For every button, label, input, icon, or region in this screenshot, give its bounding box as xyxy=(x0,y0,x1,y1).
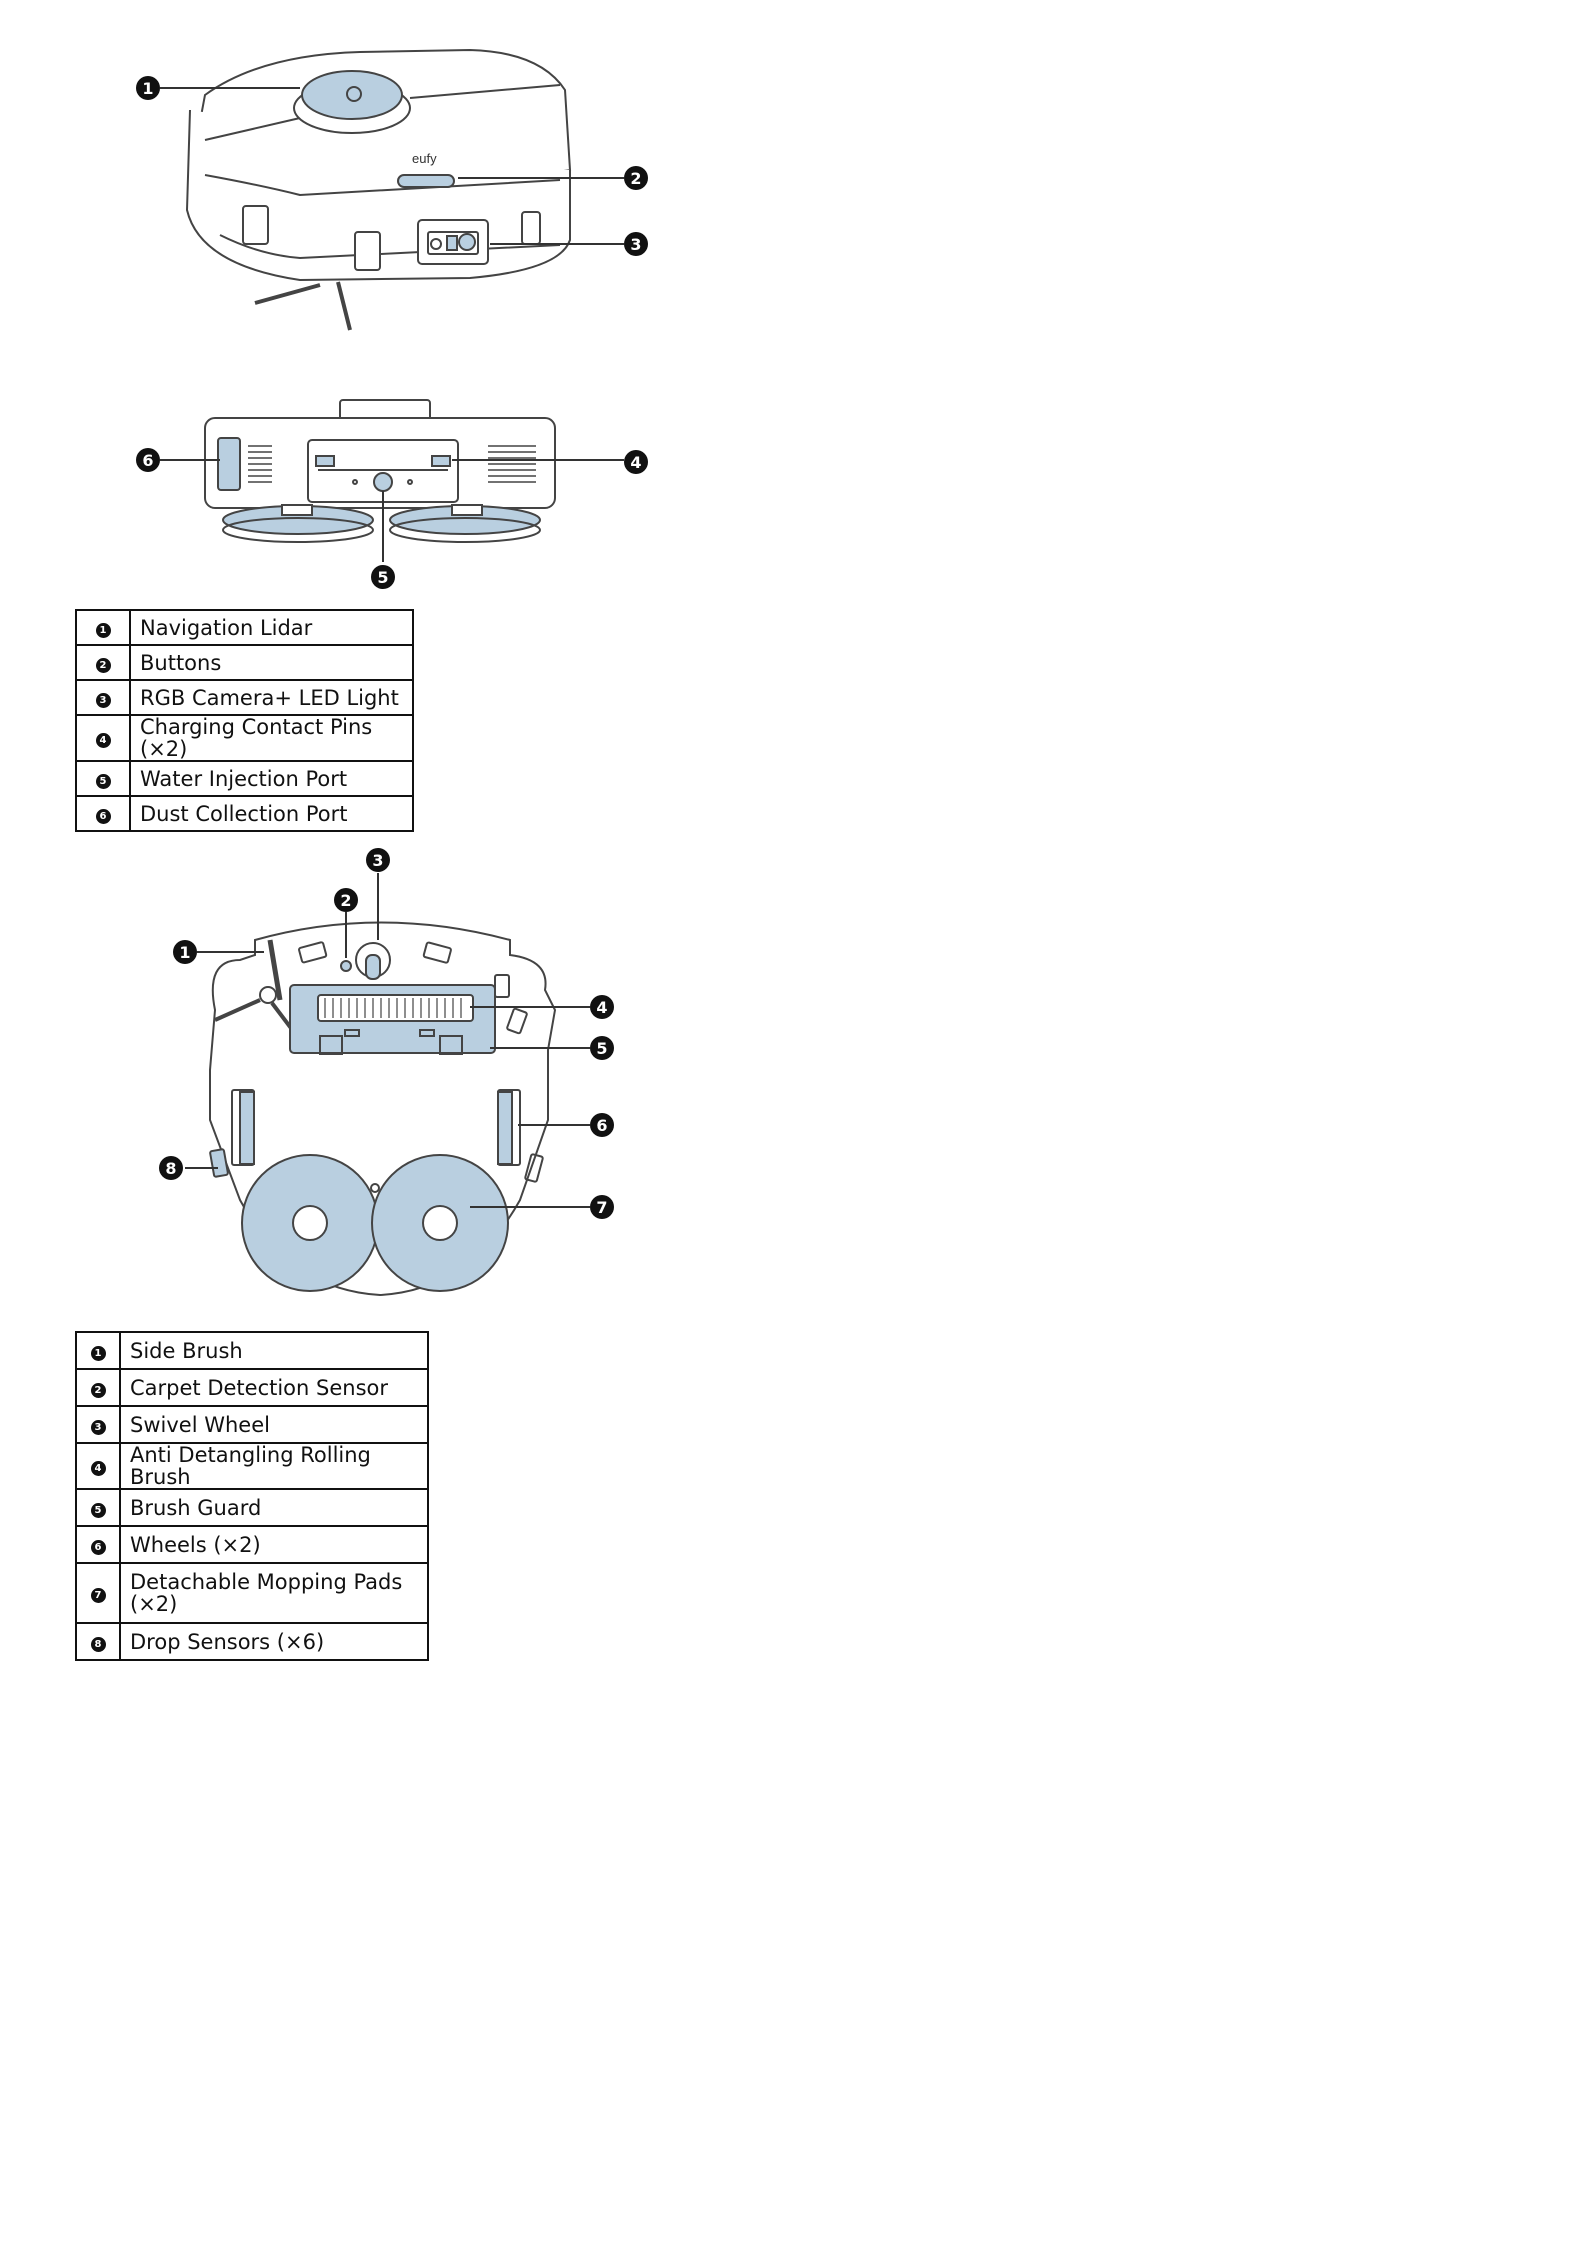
robot-front-view xyxy=(185,48,572,331)
legend-row: 8 Drop Sensors (×6) xyxy=(75,1622,429,1661)
svg-text:2: 2 xyxy=(340,891,351,910)
number-badge: 4 xyxy=(95,733,111,748)
legend-label: Side Brush xyxy=(119,1331,429,1370)
number-badge: 8 xyxy=(90,1636,106,1652)
legend-label: RGB Camera+ LED Light xyxy=(129,679,414,716)
legend-row: 1 Navigation Lidar xyxy=(75,609,414,646)
number-badge: 6 xyxy=(90,1539,106,1555)
svg-text:2: 2 xyxy=(630,169,641,188)
legend-label: Dust Collection Port xyxy=(129,795,414,832)
callout-marker-b1: 1 xyxy=(173,940,197,964)
callout-marker-6: 6 xyxy=(136,448,160,472)
number-badge: 7 xyxy=(90,1588,106,1603)
legend-label: Drop Sensors (×6) xyxy=(119,1622,429,1661)
callout-marker-b6: 6 xyxy=(590,1113,614,1137)
legend-label: Charging Contact Pins (×2) xyxy=(129,714,414,762)
callout-marker-b4: 4 xyxy=(590,995,614,1019)
svg-text:7: 7 xyxy=(596,1198,607,1217)
top-view-legend-table: 1 Navigation Lidar 2 Buttons 3 RGB Camera+ … xyxy=(75,609,414,832)
legend-label: Detachable Mopping Pads (×2) xyxy=(119,1562,429,1624)
callout-markers: 1 2 3 6 4 5 3 2 1 4 5 6 7 8 xyxy=(136,76,648,1219)
legend-label: Brush Guard xyxy=(119,1488,429,1527)
legend-row: 7 Detachable Mopping Pads (×2) xyxy=(75,1562,429,1624)
svg-text:6: 6 xyxy=(596,1116,607,1135)
legend-label: Navigation Lidar xyxy=(129,609,414,646)
callout-marker-b3: 3 xyxy=(366,848,390,872)
svg-text:6: 6 xyxy=(142,451,153,470)
svg-text:5: 5 xyxy=(377,568,388,587)
legend-label: Anti Detangling Rolling Brush xyxy=(119,1442,429,1490)
legend-label: Swivel Wheel xyxy=(119,1405,429,1444)
legend-row: 3 RGB Camera+ LED Light xyxy=(75,679,414,716)
robot-bottom-view xyxy=(209,921,557,1297)
bottom-view-leaders xyxy=(185,873,590,1208)
callout-marker-2: 2 xyxy=(624,166,648,190)
number-badge: 1 xyxy=(90,1345,106,1361)
legend-row: 5 Brush Guard xyxy=(75,1488,429,1527)
number-badge: 3 xyxy=(95,692,111,708)
legend-label: Carpet Detection Sensor xyxy=(119,1368,429,1407)
number-badge: 4 xyxy=(90,1461,106,1476)
robot-rear-view xyxy=(204,399,556,543)
callout-marker-3: 3 xyxy=(624,232,648,256)
number-badge: 5 xyxy=(90,1502,106,1518)
callout-marker-b2: 2 xyxy=(334,888,358,912)
legend-label: Water Injection Port xyxy=(129,760,414,797)
svg-text:5: 5 xyxy=(596,1039,607,1058)
legend-row: 4 Charging Contact Pins (×2) xyxy=(75,714,414,762)
number-badge: 5 xyxy=(95,773,111,789)
callout-marker-b8: 8 xyxy=(159,1156,183,1180)
callout-marker-4: 4 xyxy=(624,450,648,474)
svg-text:1: 1 xyxy=(179,943,190,962)
legend-label: Buttons xyxy=(129,644,414,681)
svg-text:3: 3 xyxy=(630,235,641,254)
svg-text:1: 1 xyxy=(142,79,153,98)
legend-row: 1 Side Brush xyxy=(75,1331,429,1370)
number-badge: 6 xyxy=(95,808,111,824)
callout-marker-1: 1 xyxy=(136,76,160,100)
legend-row: 4 Anti Detangling Rolling Brush xyxy=(75,1442,429,1490)
rear-view-leaders xyxy=(160,459,624,562)
legend-row: 3 Swivel Wheel xyxy=(75,1405,429,1444)
number-badge: 2 xyxy=(95,657,111,673)
number-badge: 3 xyxy=(90,1419,106,1435)
brand-logo: eufy xyxy=(412,151,437,166)
svg-text:4: 4 xyxy=(630,453,641,472)
callout-marker-b7: 7 xyxy=(590,1195,614,1219)
svg-text:3: 3 xyxy=(372,851,383,870)
legend-row: 5 Water Injection Port xyxy=(75,760,414,797)
bottom-view-legend-table: 1 Side Brush 2 Carpet Detection Sensor 3 Sw… xyxy=(75,1331,429,1661)
front-view-leaders xyxy=(160,87,624,245)
legend-row: 2 Carpet Detection Sensor xyxy=(75,1368,429,1407)
number-badge: 2 xyxy=(90,1382,106,1398)
svg-text:8: 8 xyxy=(165,1159,176,1178)
callout-marker-b5: 5 xyxy=(590,1036,614,1060)
legend-row: 6 Wheels (×2) xyxy=(75,1525,429,1564)
legend-row: 2 Buttons xyxy=(75,644,414,681)
legend-row: 6 Dust Collection Port xyxy=(75,795,414,832)
number-badge: 1 xyxy=(95,622,111,638)
svg-text:4: 4 xyxy=(596,998,607,1017)
callout-marker-5: 5 xyxy=(371,565,395,589)
legend-label: Wheels (×2) xyxy=(119,1525,429,1564)
